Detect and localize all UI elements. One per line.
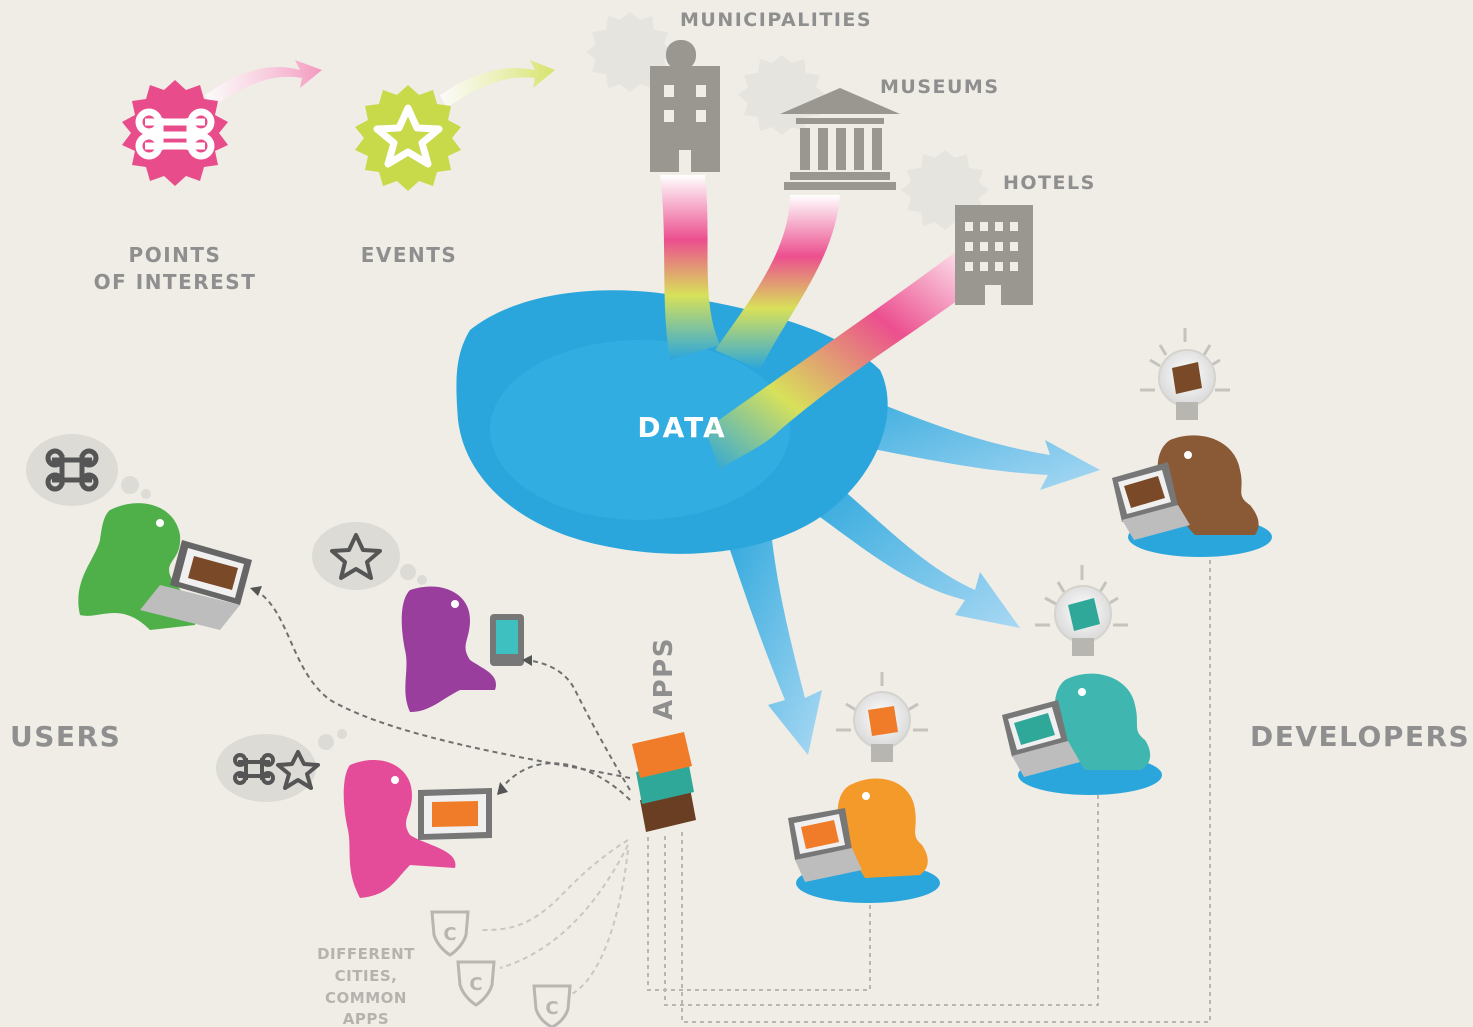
command-key-icon	[45, 448, 99, 492]
developer-teal	[1002, 565, 1162, 795]
data-arm-developer-teal	[810, 470, 1020, 628]
building-icon	[650, 40, 720, 172]
stream-hotels	[705, 245, 985, 470]
developer-to-app-flows	[647, 560, 1211, 1023]
svg-text:C: C	[469, 974, 482, 995]
laptop-icon	[788, 808, 862, 882]
app-card-orange	[632, 732, 692, 778]
laptop-icon	[140, 540, 252, 630]
museum-icon	[780, 88, 900, 190]
user-pink	[216, 729, 492, 898]
apps-label: APPS	[649, 637, 679, 720]
stream-municipalities	[660, 175, 720, 360]
events-arrow	[440, 60, 555, 108]
data-arm-developer-orange	[720, 520, 822, 755]
events-label: EVENTS	[361, 243, 458, 267]
command-key-icon	[135, 108, 215, 160]
cities-caption: DIFFERENT CITIES, COMMON APPS	[317, 945, 415, 1027]
flow-arrowheads	[250, 586, 532, 795]
museums-badge	[738, 55, 826, 135]
laptop-icon	[418, 788, 492, 840]
laptop-icon	[1002, 700, 1080, 777]
developer-brown	[1112, 328, 1272, 557]
user-purple-figure	[401, 586, 496, 712]
data-arm-developer-brown	[820, 380, 1100, 490]
museums-source: MUSEUMS	[738, 55, 1000, 190]
users-label: USERS	[10, 720, 121, 753]
thought-bubble	[216, 734, 316, 802]
app-to-user-flows	[254, 589, 631, 801]
smartphone-icon	[490, 614, 524, 666]
municipalities-source: MUNICIPALITIES	[586, 9, 872, 172]
museums-label: MUSEUMS	[880, 76, 1000, 98]
cities-label-line1: DIFFERENT	[317, 945, 415, 963]
cities-flows	[479, 839, 629, 996]
poi-label-line2: OF INTEREST	[94, 270, 257, 294]
hotels-source: HOTELS	[901, 150, 1096, 305]
flow-to-pink-user	[499, 762, 631, 801]
lightbulb-icon	[1035, 565, 1128, 656]
hotels-label: HOTELS	[1003, 172, 1096, 194]
command-key-icon	[233, 753, 275, 785]
points-of-interest-source: POINTS OF INTEREST	[94, 60, 322, 294]
thought-bubble	[26, 434, 118, 506]
stream-museums	[715, 195, 840, 370]
developer-brown-figure	[1157, 435, 1259, 535]
data-pool-highlight	[490, 340, 790, 520]
thought-bubble	[312, 522, 400, 590]
cities-label-line4: APPS	[343, 1010, 389, 1027]
cities-label-line3: COMMON	[325, 989, 407, 1007]
data-lake: DATA	[456, 175, 1100, 755]
data-label: DATA	[637, 411, 726, 444]
developer-teal-figure	[1054, 673, 1151, 770]
star-icon	[373, 104, 443, 168]
hotel-icon	[955, 205, 1033, 305]
developers-label: DEVELOPERS	[1250, 720, 1470, 753]
user-green	[26, 434, 252, 630]
svg-text:C: C	[545, 998, 558, 1019]
svg-text:C: C	[443, 924, 456, 945]
star-icon	[330, 533, 382, 580]
cities-label-line2: CITIES,	[335, 967, 398, 985]
events-starburst	[355, 85, 461, 191]
laptop-icon	[1112, 462, 1190, 540]
lightbulb-icon	[1140, 328, 1230, 420]
copyright-letters: C C C	[443, 924, 558, 1019]
poi-arrow	[205, 60, 322, 108]
events-source: EVENTS	[355, 60, 555, 267]
municipalities-label: MUNICIPALITIES	[680, 9, 872, 31]
user-pink-figure	[343, 759, 456, 898]
developer-orange	[788, 672, 940, 903]
poi-label-line1: POINTS	[129, 243, 222, 267]
apps-stack: APPS	[632, 637, 696, 832]
flow-to-purple-user	[524, 659, 631, 791]
star-icon	[276, 750, 320, 790]
developer-orange-figure	[837, 778, 928, 878]
user-purple	[312, 522, 524, 712]
lightbulb-icon	[836, 672, 928, 762]
